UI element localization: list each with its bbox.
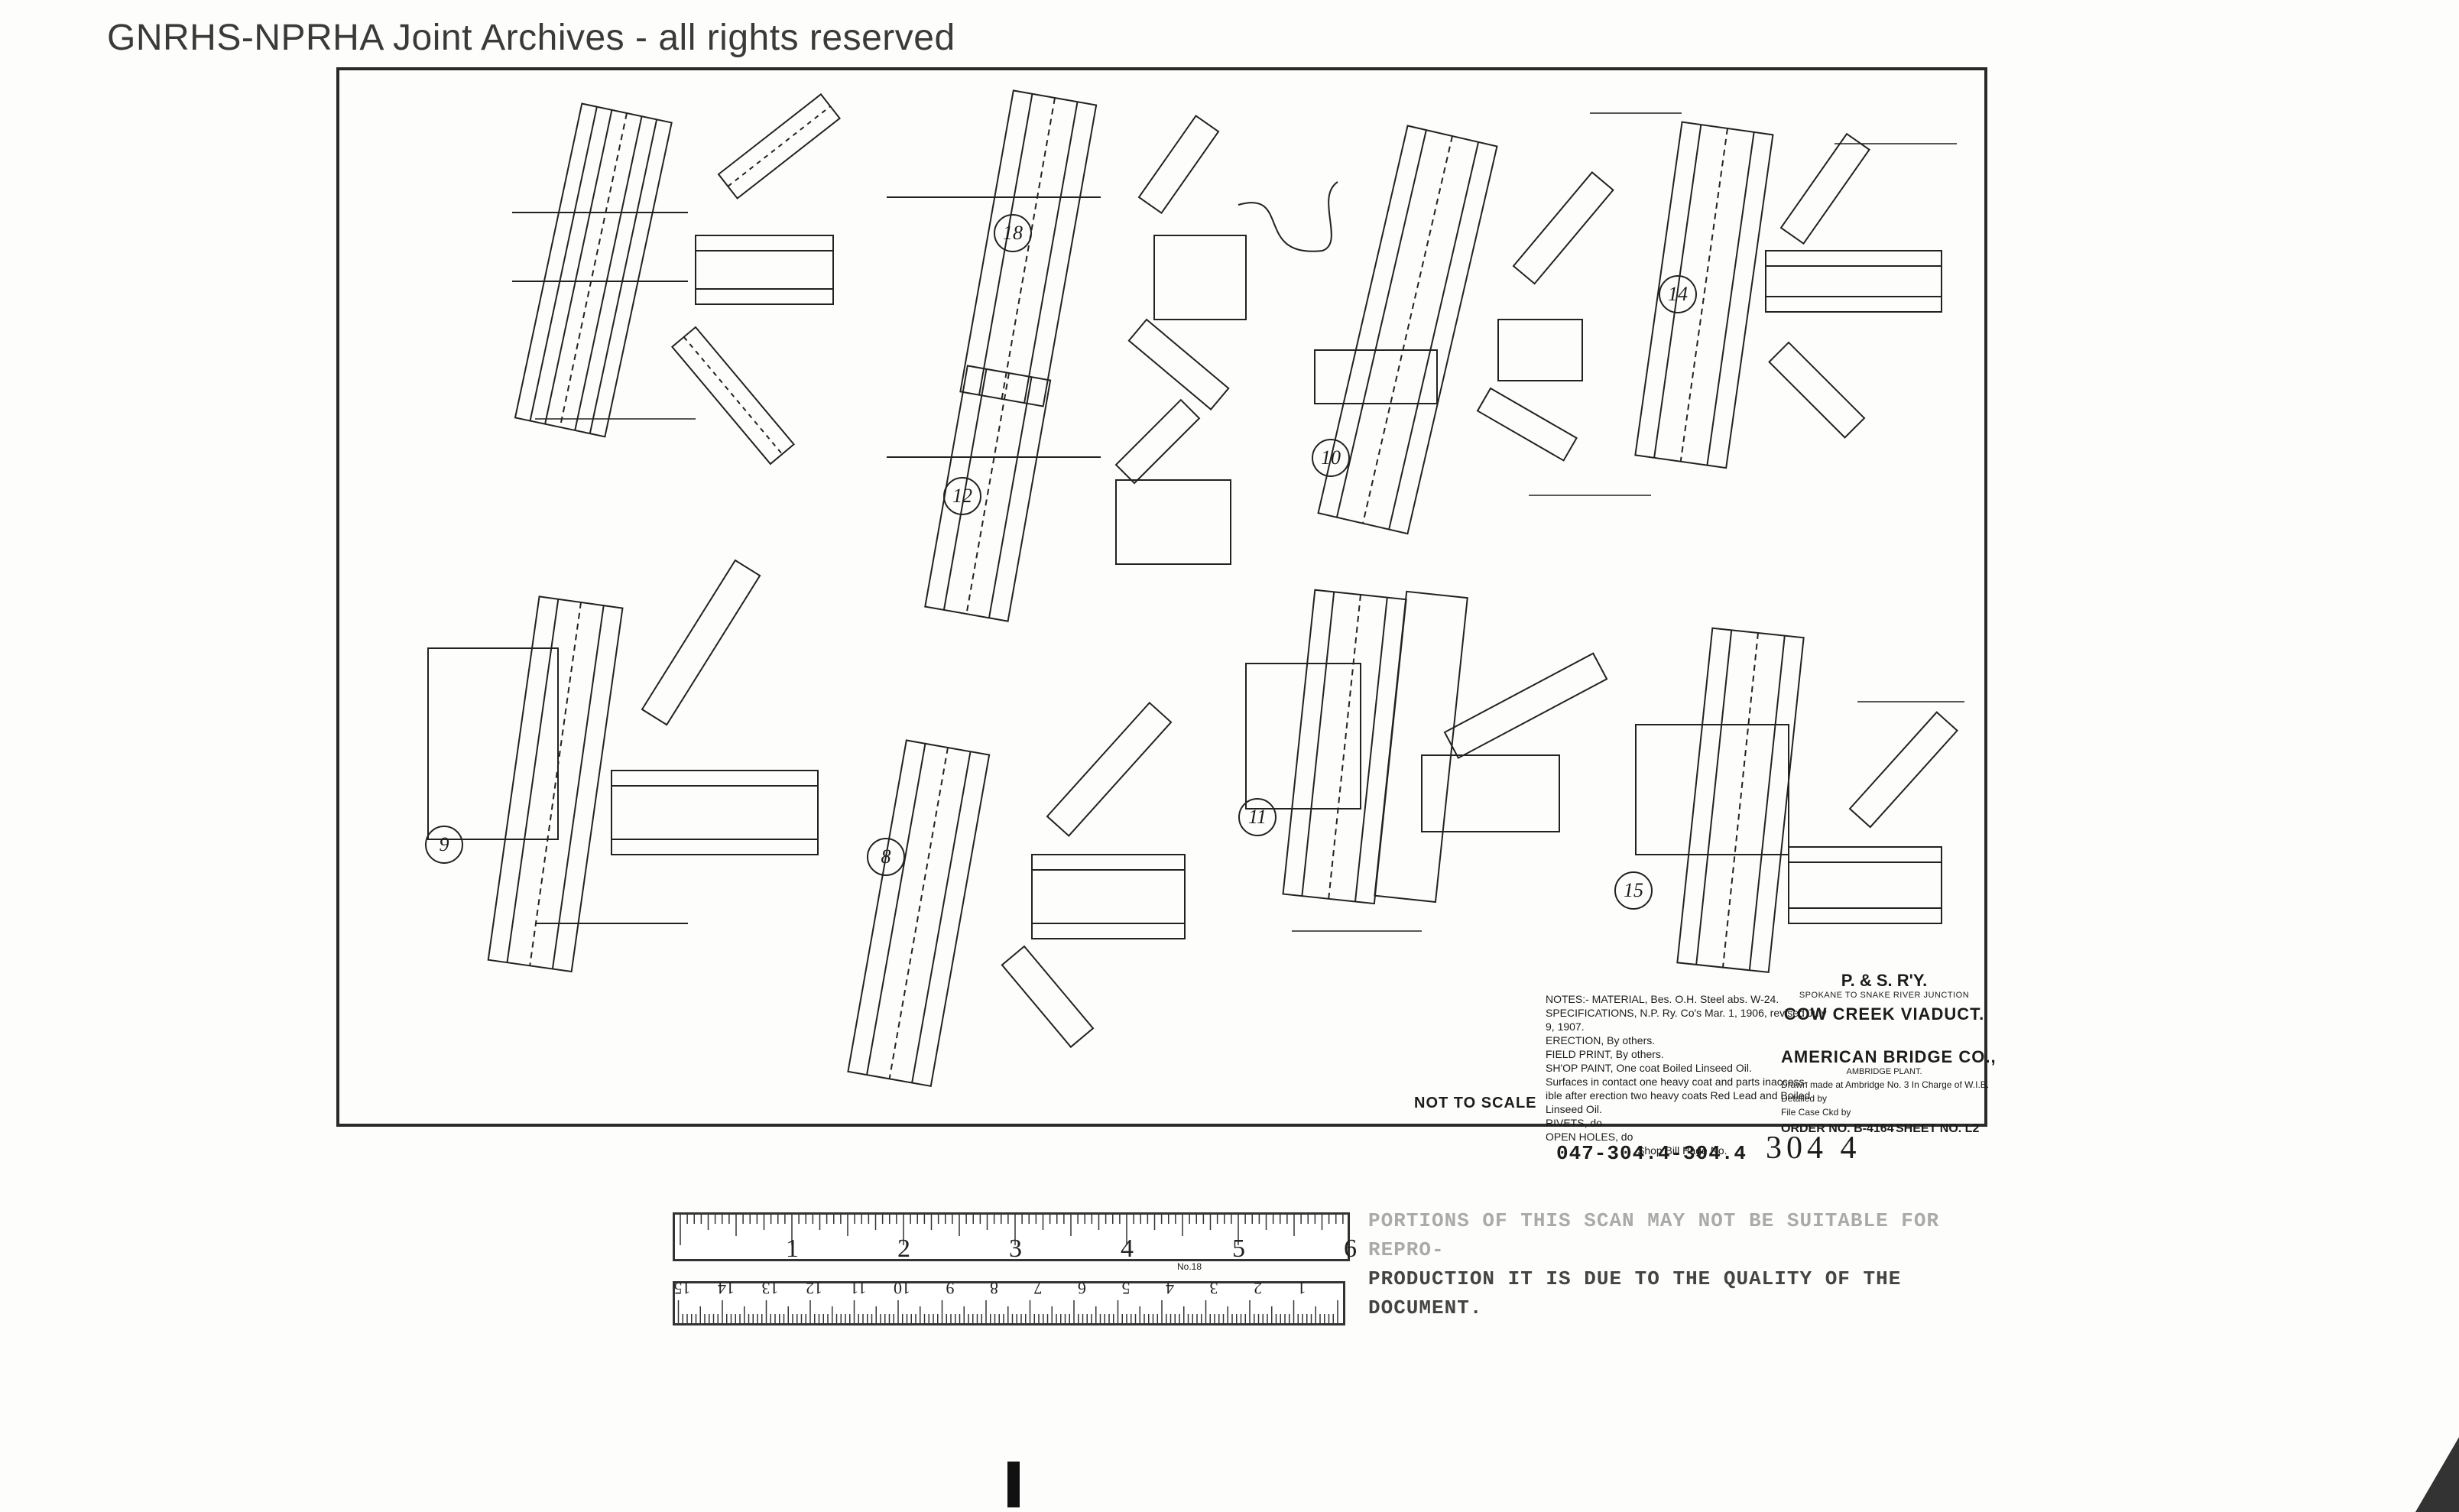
detail-label-10: 10 (1312, 439, 1350, 477)
note-line: ERECTION, By others. (1546, 1034, 1656, 1046)
note-line: OPEN HOLES, do (1546, 1131, 1633, 1143)
company-name: AMERICAN BRIDGE CO., (1781, 1047, 1997, 1066)
note-line: SPECIFICATIONS, N.P. Ry. Co's Mar. 1, 19… (1546, 1007, 1827, 1019)
cm-ruler-label: 5 (1122, 1279, 1131, 1298)
note-line: Linseed Oil. (1546, 1103, 1602, 1115)
inch-ruler-label: 5 (1232, 1235, 1245, 1263)
inch-ruler-label: 6 (1344, 1235, 1357, 1263)
cm-ruler-label: 11 (850, 1279, 866, 1298)
strut-top-left (695, 235, 834, 305)
cm-ruler (673, 1281, 1345, 1325)
cm-ruler-label: 4 (1166, 1279, 1174, 1298)
inch-ruler (673, 1212, 1350, 1261)
cm-ruler-label: 8 (990, 1279, 998, 1298)
cm-ruler-label: 14 (718, 1279, 735, 1298)
detail-label-14: 14 (1659, 275, 1697, 313)
note-line: ible after erection two heavy coats Red … (1546, 1089, 1811, 1102)
page-number: 304 4 (1766, 1131, 1861, 1166)
cm-ruler-label: 9 (946, 1279, 955, 1298)
file-line: File Case Ckd by (1781, 1107, 1851, 1118)
order-number: ORDER NO. B-4164 (1781, 1122, 1894, 1135)
cm-ruler-label: 12 (806, 1279, 822, 1298)
plant-name: AMBRIDGE PLANT. (1846, 1067, 1922, 1076)
not-to-scale-stamp: NOT TO SCALE (1414, 1095, 1537, 1111)
railway-name: P. & S. R'Y. (1841, 971, 1928, 990)
note-line: NOTES:- MATERIAL, Bes. O.H. Steel abs. W… (1546, 993, 1779, 1005)
cm-ruler-label: 13 (762, 1279, 779, 1298)
quality-notice-line: PORTIONS OF THIS SCAN MAY NOT BE SUITABL… (1368, 1209, 1940, 1261)
note-line: Shop Bill Page No. (1637, 1144, 1727, 1157)
corner-tear (2415, 1437, 2459, 1512)
project-title: COW CREEK VIADUCT. (1783, 1004, 1985, 1024)
ruler-label: No.18 (1177, 1261, 1202, 1272)
detail-label-18: 18 (994, 214, 1032, 252)
note-line: 9, 1907. (1546, 1020, 1585, 1033)
cm-ruler-label: 3 (1210, 1279, 1218, 1298)
cm-ruler-label: 2 (1254, 1279, 1262, 1298)
inch-ruler-label: 1 (786, 1235, 799, 1263)
watermark: GNRHS-NPRHA Joint Archives - all rights … (107, 18, 955, 58)
detail-label-9: 9 (425, 826, 463, 864)
detail-label-15: 15 (1614, 871, 1653, 910)
sheet-number: SHEET NO. L2 (1896, 1122, 1980, 1135)
route-name: SPOKANE TO SNAKE RIVER JUNCTION (1799, 991, 1970, 1000)
detail-label-11: 11 (1238, 798, 1277, 836)
inch-ruler-label: 3 (1009, 1235, 1022, 1263)
detailed-line: Detailed by (1781, 1093, 1828, 1104)
cm-ruler-label: 1 (1298, 1279, 1306, 1298)
scan-mark (1007, 1462, 1020, 1507)
quality-notice: PORTIONS OF THIS SCAN MAY NOT BE SUITABL… (1368, 1206, 2010, 1322)
company-block: AMERICAN BRIDGE CO., AMBRIDGE PLANT. Dra… (1781, 1047, 1997, 1118)
cm-ruler-label: 10 (894, 1279, 910, 1298)
drawing-number: 047-304.4-304.4 (1556, 1142, 1747, 1165)
cm-ruler-label: 7 (1034, 1279, 1043, 1298)
detail-label-8: 8 (867, 838, 905, 876)
title-block: P. & S. R'Y. SPOKANE TO SNAKE RIVER JUNC… (1781, 971, 1987, 1024)
inch-ruler-label: 2 (897, 1235, 910, 1263)
note-line: SH'OP PAINT, One coat Boiled Linseed Oil… (1546, 1062, 1752, 1074)
cm-ruler-label: 6 (1078, 1279, 1086, 1298)
drawing-sheet-border (336, 67, 1987, 1127)
note-line: FIELD PRINT, By others. (1546, 1048, 1664, 1060)
detail-label-12: 12 (943, 477, 981, 515)
steel-connection-drawing (427, 89, 1964, 1088)
note-line: Surfaces in contact one heavy coat and p… (1546, 1076, 1809, 1088)
cm-ruler-label: 15 (674, 1279, 691, 1298)
note-line: RIVETS, do (1546, 1117, 1602, 1129)
inch-ruler-label: 4 (1121, 1235, 1134, 1263)
drawn-line: Drawn made at Ambridge No. 3 In Charge o… (1781, 1079, 1990, 1090)
quality-notice-line: PRODUCTION IT IS DUE TO THE QUALITY OF T… (1368, 1267, 1902, 1319)
detail-top-left (514, 102, 673, 438)
drawing-notes: NOTES:- MATERIAL, Bes. O.H. Steel abs. W… (1546, 992, 1827, 1157)
